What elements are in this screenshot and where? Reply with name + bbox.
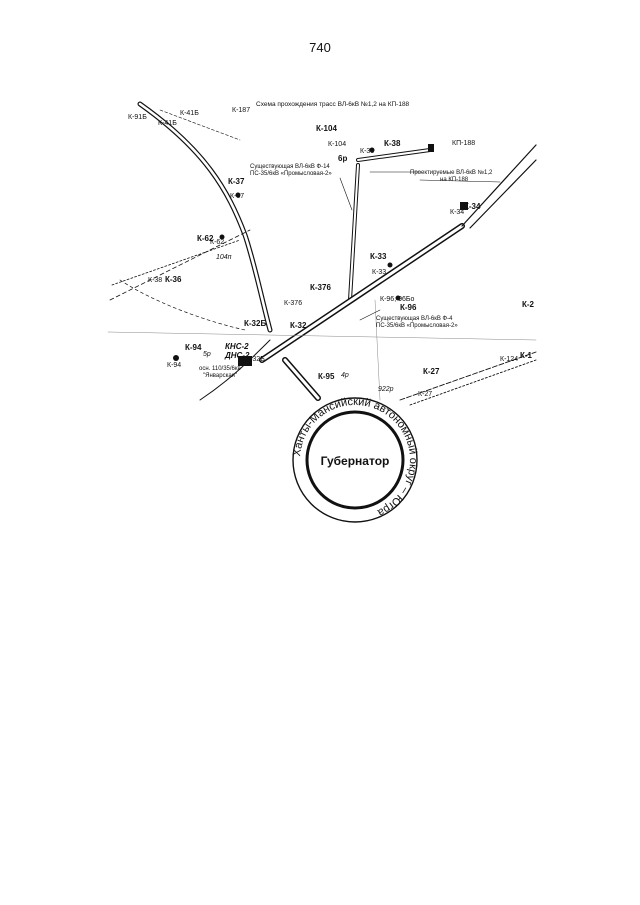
- existing-line-f14-inner: [349, 164, 359, 301]
- track-k36: [119, 279, 246, 331]
- note-designed-1: Проектируемые ВЛ-6кВ №1,2: [410, 170, 493, 176]
- label-dns2: ДНС-2: [225, 351, 250, 360]
- label-k37-small: К-37: [230, 193, 245, 200]
- main-road-inner: [138, 102, 272, 332]
- road-northeast-2: [469, 159, 537, 229]
- label-k96: К-96: [400, 303, 417, 312]
- main-road: [137, 101, 273, 333]
- label-k27: К-27: [423, 367, 440, 376]
- k94-site: [173, 355, 179, 361]
- label-k62: К-62: [197, 234, 214, 243]
- k34-site: [460, 202, 468, 210]
- note-substation-2: "Январская": [203, 373, 238, 379]
- k37-site: [235, 192, 241, 198]
- note-designed-2: на КП-188: [440, 177, 469, 183]
- kp188-site: [428, 144, 434, 152]
- road-northeast: [461, 144, 537, 227]
- callout-f4: [359, 309, 381, 321]
- label-k41b-2: К-41Б: [158, 120, 177, 127]
- label-kns2: КНС-2: [225, 342, 249, 351]
- label-k36-small: К-38: [148, 277, 163, 284]
- label-k32b: К-32Б: [244, 319, 267, 328]
- note-existing-f4-1: Существующая ВЛ-6кВ Ф-4: [376, 316, 453, 322]
- page-number: 740: [309, 40, 331, 55]
- label-k38: К-38: [384, 139, 401, 148]
- note-existing-f14-1: Существующая ВЛ-6кВ Ф-14: [250, 164, 330, 170]
- corridor-to-k95-inner: [283, 358, 320, 400]
- main-corridor-inner: [260, 224, 464, 362]
- label-k1: К-1: [520, 351, 532, 360]
- label-4r: 4р: [341, 372, 349, 379]
- label-k94-small: К-94: [167, 362, 182, 369]
- label-k41b: К-41Б: [180, 110, 199, 117]
- substation-site: [238, 356, 252, 366]
- label-k62-small: К-62: [210, 239, 225, 246]
- label-6r: 6р: [338, 154, 348, 163]
- label-k32: К-32: [290, 321, 307, 330]
- note-existing-f14-2: ПС-35/6кВ «Промысловая-2»: [250, 171, 332, 177]
- label-k376: К-376: [310, 283, 331, 292]
- label-k104: К-104: [316, 124, 337, 133]
- callout-f14: [339, 177, 353, 211]
- label-k32b-small: К-32Б: [246, 356, 265, 363]
- label-k36: К-36: [165, 275, 182, 284]
- callout-designed-2: [419, 179, 501, 183]
- k33-site: [387, 262, 393, 268]
- label-k38-small: К-38: [360, 148, 375, 155]
- label-k33-small: К-33: [372, 269, 387, 276]
- label-k1-small: К-124: [500, 356, 519, 363]
- designed-line-kp188-inner: [357, 149, 431, 161]
- label-k376-small: К-376: [284, 300, 303, 307]
- label-5r: 5р: [203, 351, 211, 358]
- label-922r: 922р: [378, 386, 394, 393]
- label-kp188: КП-188: [452, 140, 476, 147]
- governor-seal: Ханты-Мансийский автономный округ – Югра…: [291, 396, 419, 523]
- label-k37: К-37: [228, 177, 245, 186]
- road-north-branch: [159, 109, 241, 141]
- label-k33: К-33: [370, 252, 387, 261]
- label-k2: К-2: [522, 300, 534, 309]
- gridline-v: [374, 299, 381, 401]
- label-k27-small: К-27: [418, 391, 433, 398]
- label-k96-small: К-96, 96Бо: [380, 296, 415, 303]
- label-k34: К-34: [464, 202, 481, 211]
- road-south: [199, 339, 271, 401]
- scheme-title: Схема прохождения трасс ВЛ-6кВ №1,2 на К…: [256, 101, 410, 108]
- k96-site: [395, 295, 401, 301]
- pipeline-west: [109, 229, 251, 301]
- label-k94: К-94: [185, 343, 202, 352]
- gridline-h: [107, 331, 537, 341]
- label-k187: К-187: [232, 107, 251, 114]
- note-substation-1: осн. 110/35/6кв: [199, 366, 241, 372]
- label-k34-small: К-34: [450, 209, 465, 216]
- note-existing-f4-2: ПС-35/6кВ «Промысловая-2»: [376, 323, 458, 329]
- label-104p: 104п: [216, 254, 232, 261]
- label-k104-small: К-104: [328, 141, 347, 148]
- k38-site: [369, 147, 375, 153]
- label-k95: К-95: [318, 372, 335, 381]
- track-east: [399, 351, 537, 401]
- k62-site: [219, 234, 225, 240]
- pipeline-west-2: [111, 239, 241, 286]
- track-east-2: [409, 359, 537, 406]
- seal-center-text: Губернатор: [321, 454, 390, 468]
- label-k91b: К-91Б: [128, 114, 147, 121]
